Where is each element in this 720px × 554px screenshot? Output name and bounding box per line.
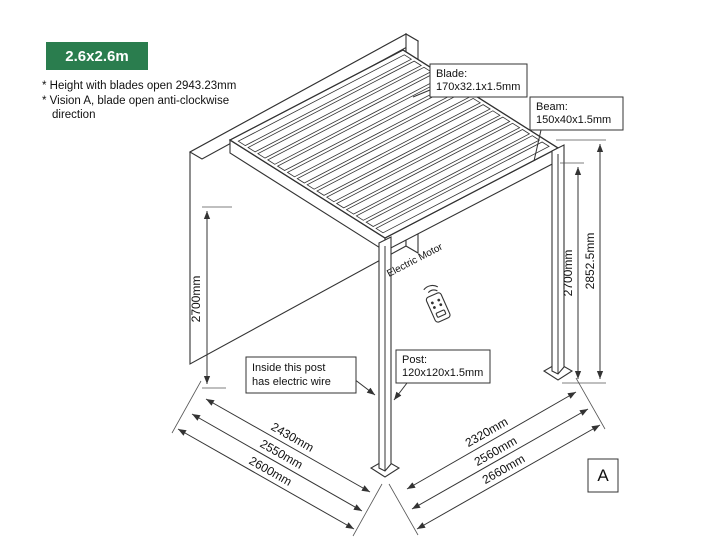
- note-line-1: * Height with blades open 2943.23mm: [42, 80, 236, 92]
- callout-wire-box: [245, 356, 357, 394]
- remote-control-icon: [423, 284, 451, 323]
- callout-blade-title: Blade:: [436, 68, 467, 80]
- vision-marker-label: A: [597, 466, 609, 485]
- dim-label-total-height: 2852.5mm: [583, 233, 597, 290]
- size-badge-bg: [46, 42, 148, 70]
- dim-post-height: 2700mm: [560, 162, 584, 379]
- roof-blade: [247, 60, 423, 153]
- callout-electric-wire: Inside this post has electric wire: [245, 356, 376, 396]
- callout-post-title: Post:: [402, 354, 427, 366]
- vision-marker-box: [587, 458, 619, 493]
- remote-button: [432, 306, 436, 309]
- roof-blade: [257, 66, 432, 159]
- callout-beam-value: 150x40x1.5mm: [536, 114, 611, 126]
- callout-beam-title: Beam:: [536, 101, 568, 113]
- callout-post: Post: 120x120x1.5mm: [393, 349, 491, 401]
- roof-blade: [306, 97, 482, 190]
- callout-blade: Blade: 170x32.1x1.5mm: [412, 63, 528, 98]
- callout-post-value: 120x120x1.5mm: [402, 367, 483, 379]
- roof-blade: [375, 141, 550, 234]
- signal-wave-icon: [427, 289, 438, 294]
- right-post: [542, 144, 574, 381]
- callout-post-box: [395, 349, 491, 384]
- size-badge-label: 2.6x2.6m: [65, 48, 128, 65]
- dim-label-post-height: 2700mm: [561, 250, 575, 297]
- callout-beam-box: [529, 96, 624, 131]
- callout-beam: Beam: 150x40x1.5mm: [529, 96, 624, 162]
- roof-blade: [335, 116, 511, 209]
- callout-blade-value: 170x32.1x1.5mm: [436, 81, 520, 93]
- remote-button: [430, 301, 434, 305]
- note-line-2: * Vision A, blade open anti-clockwise: [42, 95, 229, 107]
- roof-blades: [237, 54, 550, 234]
- front-post: [369, 236, 401, 478]
- remote-body: [425, 292, 451, 323]
- dims-base-left: 2430mm 2550mm 2600mm: [171, 380, 383, 537]
- roof-outline: [228, 49, 560, 239]
- callout-wire-line2: has electric wire: [252, 376, 331, 388]
- roof-blade: [345, 122, 521, 215]
- roof-blade: [365, 135, 541, 227]
- size-badge: 2.6x2.6m: [46, 42, 148, 70]
- dim-total-height: 2852.5mm: [556, 139, 606, 384]
- dim-label-left-height: 2700mm: [189, 276, 203, 323]
- dims-base-right: 2320mm 2560mm 2660mm: [388, 377, 606, 536]
- remote-screen: [435, 309, 447, 318]
- dim-left-height: 2700mm: [189, 206, 232, 389]
- roof-blade: [237, 54, 413, 147]
- remote-button: [437, 298, 441, 302]
- signal-wave-icon: [423, 284, 439, 291]
- note-line-3: direction: [52, 109, 95, 121]
- vision-marker: A: [587, 458, 619, 493]
- callout-blade-box: [429, 63, 528, 98]
- roof-blade: [355, 129, 531, 221]
- notes: * Height with blades open 2943.23mm * Vi…: [42, 80, 236, 121]
- roof-blade: [316, 104, 491, 196]
- callout-wire-line1: Inside this post: [252, 362, 325, 374]
- roof-blade: [326, 110, 501, 203]
- remote-button: [439, 303, 443, 307]
